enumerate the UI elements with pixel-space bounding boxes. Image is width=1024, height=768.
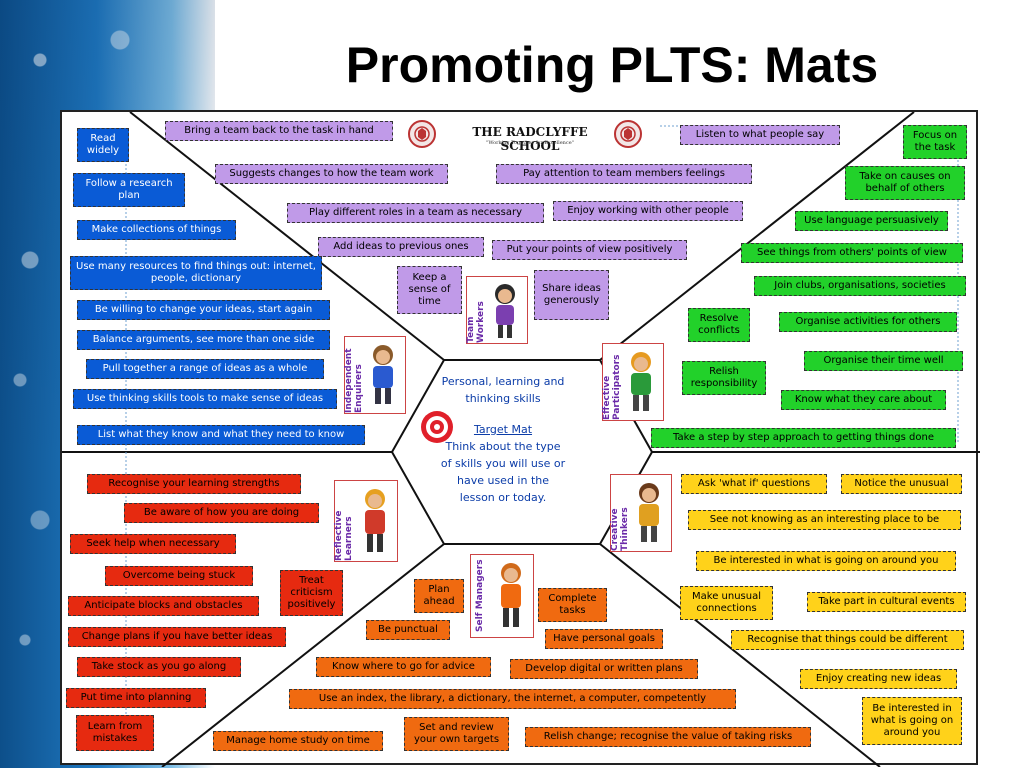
skill-box: Suggests changes to how the team work <box>215 164 448 184</box>
skill-box: Recognise that things could be different <box>731 630 964 650</box>
skill-box: Be interested in what is going on around… <box>696 551 956 571</box>
skill-box: Plan ahead <box>414 579 464 613</box>
child-figure-icon <box>639 483 659 542</box>
skill-box: Play different roles in a team as necess… <box>287 203 544 223</box>
skill-box: Change plans if you have better ideas <box>68 627 286 647</box>
skill-box: Bring a team back to the task in hand <box>165 121 393 141</box>
skill-box: Follow a research plan <box>73 173 185 207</box>
skill-box: Notice the unusual <box>841 474 962 494</box>
skill-box: Manage home study on time <box>213 731 383 751</box>
center-panel: Personal, learning and thinking skills T… <box>440 373 566 506</box>
skill-box: Take a step by step approach to getting … <box>651 428 956 448</box>
child-figure-icon <box>365 489 385 552</box>
skill-box: Set and review your own targets <box>404 717 509 751</box>
skill-box: Relish change; recognise the value of ta… <box>525 727 811 747</box>
skill-box: Anticipate blocks and obstacles <box>68 596 259 616</box>
skill-box: Focus on the task <box>903 125 967 159</box>
school-crest-icon <box>614 120 642 148</box>
child-figure-icon <box>373 345 393 404</box>
effective-participators-label: Effective Participators <box>602 354 622 420</box>
skill-box: Put your points of view positively <box>492 240 687 260</box>
skill-box: Know where to go for advice <box>316 657 491 677</box>
skill-box: Use language persuasively <box>795 211 948 231</box>
skill-box: Develop digital or written plans <box>510 659 698 679</box>
skill-box: Put time into planning <box>66 688 206 708</box>
skill-box: Be aware of how you are doing <box>124 503 319 523</box>
skill-box: Have personal goals <box>545 629 663 649</box>
skill-box: See not knowing as an interesting place … <box>688 510 961 530</box>
self-managers-character: Self Managers <box>470 554 534 638</box>
skill-box: Use thinking skills tools to make sense … <box>73 389 337 409</box>
skill-box: Take stock as you go along <box>77 657 241 677</box>
skill-box: Keep a sense of time <box>397 266 462 314</box>
center-heading: Personal, learning and thinking skills <box>441 375 565 405</box>
skill-box: Share ideas generously <box>534 270 609 320</box>
reflective-learners-character: Reflective Learners <box>334 480 398 562</box>
skill-box: Use many resources to find things out: i… <box>70 256 322 290</box>
target-mat-label: Target Mat <box>473 423 533 436</box>
skill-box: Complete tasks <box>538 588 607 622</box>
school-header: THE RADCLYFFE SCHOOL "Working Together f… <box>405 117 645 153</box>
skill-box: Be interested in what is going on around… <box>862 697 962 745</box>
child-figure-icon <box>631 352 651 411</box>
skill-box: Treat criticism positively <box>280 570 343 616</box>
slide-title: Promoting PLTS: Mats <box>345 37 879 93</box>
team-workers-label: Team Workers <box>466 301 486 343</box>
skill-box: Read widely <box>77 128 129 162</box>
skill-box: Pull together a range of ideas as a whol… <box>86 359 324 379</box>
creative-thinkers-label: Creative Thinkers <box>610 507 630 551</box>
skill-box: Take on causes on behalf of others <box>845 166 965 200</box>
child-figure-icon <box>501 563 521 627</box>
skill-box: Know what they care about <box>781 390 946 410</box>
child-figure-icon <box>495 284 515 338</box>
creative-thinkers-character: Creative Thinkers <box>610 474 672 552</box>
skill-box: Balance arguments, see more than one sid… <box>77 330 330 350</box>
target-icon <box>421 411 453 443</box>
skill-box: Organise their time well <box>804 351 963 371</box>
skill-box: Listen to what people say <box>680 125 840 145</box>
skill-box: Recognise your learning strengths <box>87 474 301 494</box>
skill-box: Enjoy working with other people <box>553 201 743 221</box>
skill-box: See things from others' points of view <box>741 243 963 263</box>
skill-box: Make unusual connections <box>680 586 773 620</box>
skill-box: Learn from mistakes <box>76 715 154 751</box>
skill-box: Be willing to change your ideas, start a… <box>77 300 330 320</box>
independent-enquirers-label: Independent Enquirers <box>344 348 364 413</box>
school-name: THE RADCLYFFE SCHOOL <box>472 125 588 153</box>
skill-box: Pay attention to team members feelings <box>496 164 752 184</box>
self-managers-label: Self Managers <box>475 559 485 633</box>
skill-box: Ask 'what if' questions <box>681 474 827 494</box>
skill-box: Relish responsibility <box>682 361 766 395</box>
school-motto: "Working Together for Excellence" <box>486 140 574 146</box>
skill-box: Organise activities for others <box>779 312 957 332</box>
skill-box: Add ideas to previous ones <box>318 237 484 257</box>
skill-box: Overcome being stuck <box>105 566 253 586</box>
center-description: Think about the type of skills you will … <box>440 440 566 504</box>
skill-box: Use an index, the library, a dictionary,… <box>289 689 736 709</box>
skill-box: Enjoy creating new ideas <box>800 669 957 689</box>
mat-dividers <box>62 112 980 767</box>
skill-box: Be punctual <box>366 620 450 640</box>
skill-box: Seek help when necessary <box>70 534 236 554</box>
team-workers-character: Team Workers <box>466 276 528 344</box>
skill-box: Join clubs, organisations, societies <box>754 276 966 296</box>
school-crest-icon <box>408 120 436 148</box>
skill-box: Take part in cultural events <box>807 592 966 612</box>
skill-box: List what they know and what they need t… <box>77 425 365 445</box>
reflective-learners-label: Reflective Learners <box>334 510 354 561</box>
independent-enquirers-character: Independent Enquirers <box>344 336 406 414</box>
skill-box: Resolve conflicts <box>688 308 750 342</box>
skill-box: Make collections of things <box>77 220 236 240</box>
effective-participators-character: Effective Participators <box>602 343 664 421</box>
